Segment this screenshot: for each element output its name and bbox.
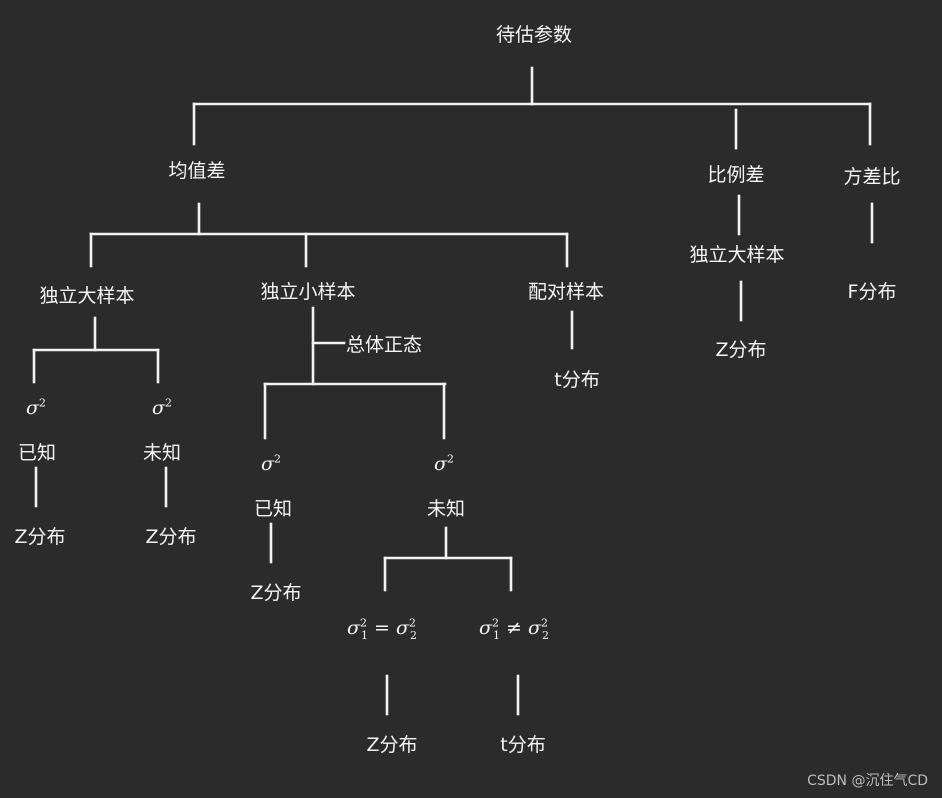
z-distribution-label: Z分布 xyxy=(366,734,418,756)
z-distribution-label: Z分布 xyxy=(145,526,197,548)
indep-large-node: 独立大样本 xyxy=(39,285,135,307)
unknown-label: 未知 xyxy=(142,442,182,464)
z-distribution-label: Z分布 xyxy=(14,526,66,548)
sigma-squared-right: σ2 xyxy=(434,452,454,475)
indep-large-node: 独立大样本 xyxy=(689,244,785,266)
f-distribution-label: F分布 xyxy=(847,281,897,303)
z-distribution-label: Z分布 xyxy=(250,582,302,604)
mean-diff-node: 均值差 xyxy=(168,160,226,182)
equal-variance-condition: σ21=σ22 xyxy=(347,616,417,642)
t-distribution-label: t分布 xyxy=(500,734,546,756)
sigma-squared-right: σ2 xyxy=(152,396,172,419)
sigma-squared-left: σ2 xyxy=(26,396,46,419)
root-node: 待估参数 xyxy=(495,24,573,46)
population-normal-label: 总体正态 xyxy=(346,334,423,356)
sigma-squared-left: σ2 xyxy=(261,452,281,475)
unequal-variance-condition: σ21≠σ22 xyxy=(479,616,549,642)
paired-node: 配对样本 xyxy=(527,281,605,303)
watermark: CSDN @沉住气CD xyxy=(807,773,928,789)
var-ratio-node: 方差比 xyxy=(843,166,901,188)
t-distribution-label: t分布 xyxy=(554,369,600,391)
prop-diff-node: 比例差 xyxy=(707,164,765,186)
known-label: 已知 xyxy=(253,498,293,520)
indep-small-node: 独立小样本 xyxy=(260,281,356,303)
z-distribution-label: Z分布 xyxy=(715,339,767,361)
unknown-label: 未知 xyxy=(426,498,466,520)
known-label: 已知 xyxy=(17,442,57,464)
